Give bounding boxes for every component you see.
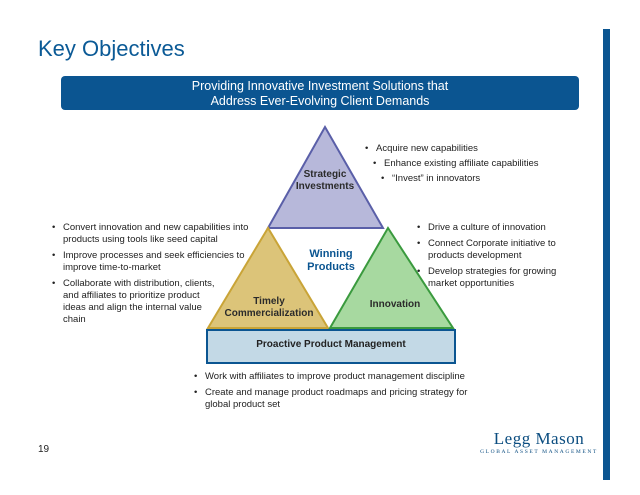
right-accent-bar	[603, 29, 610, 480]
winning-label-line-2: Products	[307, 261, 355, 273]
logo-tagline: GLOBAL ASSET MANAGEMENT	[480, 449, 598, 455]
innovation-bullets: Drive a culture of innovation Connect Co…	[416, 222, 576, 294]
banner-line-2: Address Ever-Evolving Client Demands	[210, 94, 430, 108]
page-number: 19	[38, 444, 50, 455]
timely-bullets: Convert innovation and new capabilities …	[51, 222, 261, 330]
strategic-label-line-2: Investments	[295, 181, 355, 192]
list-item: Convert innovation and new capabilities …	[51, 222, 261, 246]
list-item: Work with affiliates to improve product …	[193, 371, 493, 383]
list-item: Develop strategies for growing market op…	[416, 266, 576, 290]
list-item: Drive a culture of innovation	[416, 222, 576, 234]
page-title: Key Objectives	[38, 36, 185, 61]
strategic-bullets: Acquire new capabilities Enhance existin…	[364, 143, 564, 188]
banner-line-1: Providing Innovative Investment Solution…	[191, 79, 449, 93]
winning-products-label: Winning Products	[296, 248, 366, 274]
list-item: Acquire new capabilities	[364, 143, 564, 155]
list-item: Create and manage product roadmaps and p…	[193, 387, 493, 411]
strategic-label-line-1: Strategic	[303, 169, 347, 180]
product-management-bullets: Work with affiliates to improve product …	[193, 371, 493, 415]
proactive-product-management-bar	[206, 329, 456, 364]
list-item: Improve processes and seek efficiencies …	[51, 250, 261, 274]
legg-mason-logo: Legg Mason GLOBAL ASSET MANAGEMENT	[478, 430, 600, 456]
logo-wordmark: Legg Mason	[493, 429, 585, 448]
list-item: Collaborate with distribution, clients, …	[51, 278, 223, 326]
timely-label-line-1: Timely	[253, 296, 285, 307]
proactive-product-management-label: Proactive Product Management	[256, 339, 406, 350]
list-item: “Invest” in innovators	[380, 173, 564, 185]
list-item: Connect Corporate initiative to products…	[416, 238, 576, 262]
list-item: Enhance existing affiliate capabilities	[372, 158, 564, 170]
timely-commercialization-label: Timely Commercialization	[224, 296, 314, 320]
timely-commercialization-triangle	[206, 226, 330, 329]
innovation-label: Innovation	[369, 299, 421, 310]
strategic-investments-triangle	[266, 124, 385, 229]
winning-label-line-1: Winning	[309, 248, 353, 260]
strategic-investments-label: Strategic Investments	[295, 169, 355, 193]
timely-label-line-2: Commercialization	[224, 308, 314, 319]
banner: Providing Innovative Investment Solution…	[61, 76, 579, 110]
